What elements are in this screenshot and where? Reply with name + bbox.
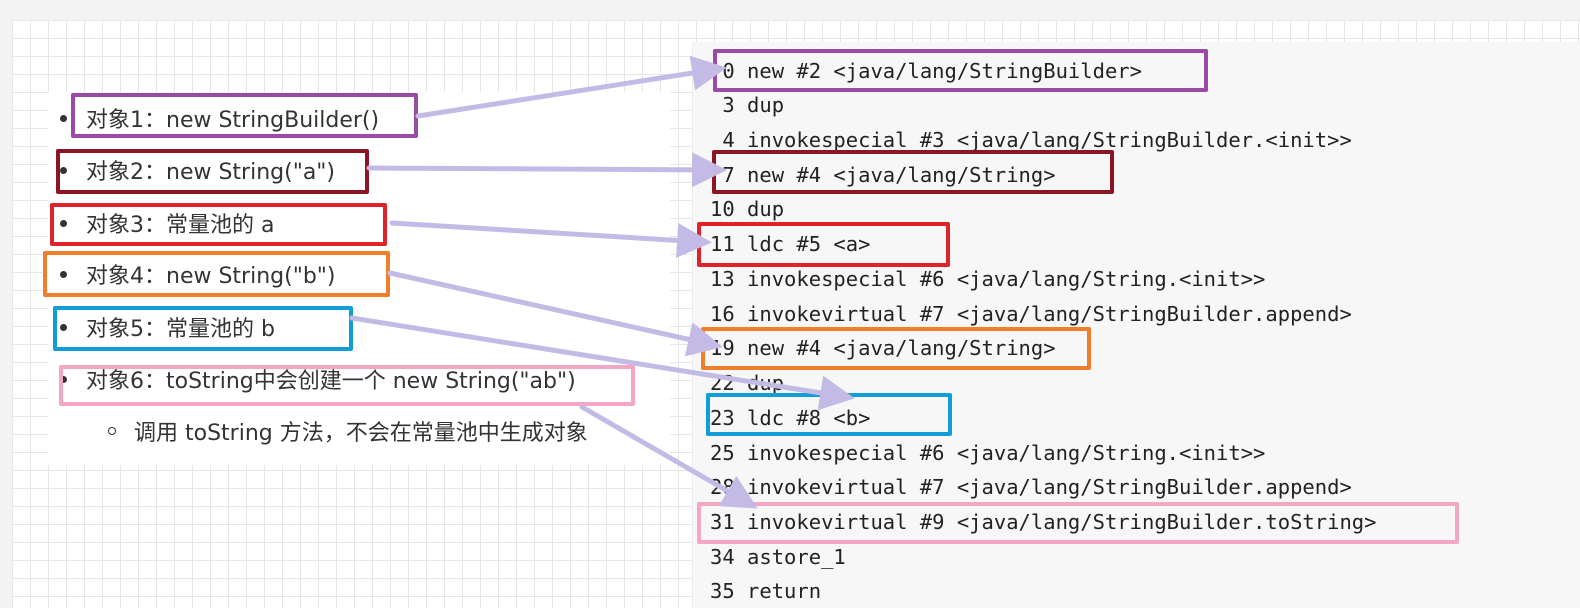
object-6-label: 对象6：toString中会创建一个 new String("ab") <box>86 369 576 394</box>
object-1-label: 对象1：new StringBuilder() <box>86 108 380 133</box>
object-4-label: 对象4：new String("b") <box>86 264 336 289</box>
arrow-object-6 <box>579 404 758 509</box>
object-3-highlight <box>50 203 387 246</box>
code-line-10: 10 dup <box>710 197 785 221</box>
bullet-dot <box>60 270 67 278</box>
sub-bullet-circle <box>108 427 116 435</box>
arrow-object-3 <box>389 220 712 258</box>
bullet-dot <box>60 375 67 383</box>
arrow-object-5 <box>349 315 855 411</box>
object-5-highlight <box>53 306 353 351</box>
object-2-label: 对象2：new String("a") <box>86 160 336 185</box>
object-1-item: 对象1：new StringBuilder() <box>60 103 379 133</box>
code-line-31: 31 invokevirtual #9 <java/lang/StringBui… <box>710 510 1377 534</box>
code-line-35: 35 return <box>710 579 822 603</box>
bytecode-panel <box>692 42 1580 608</box>
arrow-object-4 <box>387 270 723 357</box>
code-line-13: 13 invokespecial #6 <java/lang/String.<i… <box>710 267 1266 291</box>
code-line-7: 7 new #4 <java/lang/String> <box>710 163 1056 187</box>
code-31-highlight <box>697 502 1459 544</box>
object-2-highlight <box>56 149 369 194</box>
code-line-16: 16 invokevirtual #7 <java/lang/StringBui… <box>710 302 1352 326</box>
arrow-object-2 <box>366 152 727 188</box>
code-line-28: 28 invokevirtual #7 <java/lang/StringBui… <box>710 475 1352 499</box>
code-line-3: 3 dup <box>710 93 785 117</box>
bullet-dot <box>60 323 67 331</box>
arrow-object-1 <box>415 55 727 119</box>
object-6-highlight <box>59 365 635 406</box>
code-line-19: 19 new #4 <java/lang/String> <box>710 336 1056 360</box>
sub-note-label: 调用 toString 方法，不会在常量池中生成对象 <box>134 421 588 446</box>
bullet-dot <box>60 114 67 122</box>
sub-note-item: 调用 toString 方法，不会在常量池中生成对象 <box>108 416 588 446</box>
code-line-4: 4 invokespecial #3 <java/lang/StringBuil… <box>710 128 1352 152</box>
object-3-item: 对象3：常量池的 a <box>60 208 274 238</box>
code-line-11: 11 ldc #5 <a> <box>710 232 871 256</box>
object-6-item: 对象6：toString中会创建一个 new String("ab") <box>60 364 576 394</box>
object-4-item: 对象4：new String("b") <box>60 259 336 289</box>
object-5-label: 对象5：常量池的 b <box>86 317 275 342</box>
object-5-item: 对象5：常量池的 b <box>60 312 275 342</box>
object-3-label: 对象3：常量池的 a <box>86 213 275 238</box>
object-2-item: 对象2：new String("a") <box>60 155 335 185</box>
bullet-dot <box>60 166 67 174</box>
bullet-dot <box>60 219 67 227</box>
code-line-25: 25 invokespecial #6 <java/lang/String.<i… <box>710 441 1266 465</box>
code-line-34: 34 astore_1 <box>710 545 846 569</box>
